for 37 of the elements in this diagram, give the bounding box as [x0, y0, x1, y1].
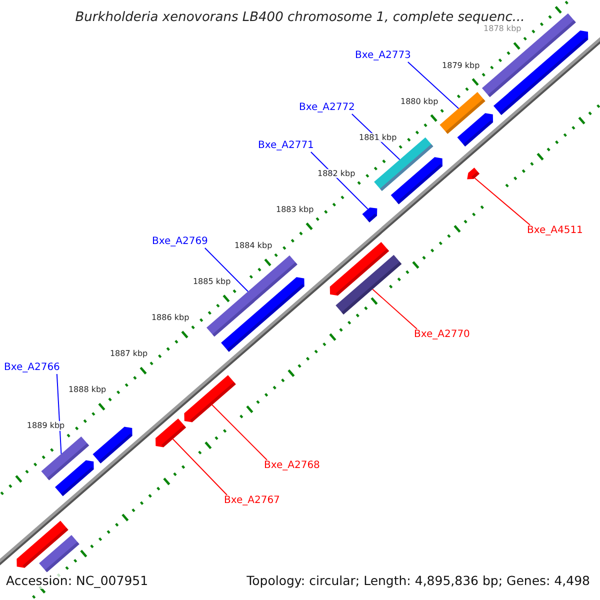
gene-feature — [457, 113, 494, 146]
gene-feature — [184, 375, 236, 422]
gene-label: Bxe_A4511 — [527, 225, 583, 237]
leader-line — [212, 404, 268, 460]
scale-label: 1881 kbp — [359, 132, 397, 142]
gene-label: Bxe_A2772 — [299, 102, 355, 114]
leader-line — [407, 62, 460, 109]
gene-label: Bxe_A2768 — [264, 460, 320, 472]
scale-label: 1883 kbp — [276, 204, 314, 214]
gene-feature — [390, 157, 442, 204]
gene-feature — [156, 418, 186, 448]
gene-label: Bxe_A2771 — [258, 140, 314, 152]
scale-label: 1889 kbp — [26, 421, 65, 431]
scale-label: 1885 kbp — [192, 277, 231, 287]
gene-feature — [92, 426, 132, 464]
gene-feature — [467, 168, 480, 180]
leader-line — [56, 374, 62, 454]
scale-label: 1880 kbp — [400, 96, 438, 106]
scale-label: 1888 kbp — [68, 385, 106, 395]
gene-label: Bxe_A2773 — [355, 50, 411, 62]
scale-label: 1887 kbp — [110, 349, 148, 359]
gene-label: Bxe_A2769 — [152, 236, 208, 248]
leader-line — [474, 177, 530, 226]
leader-line — [372, 288, 418, 330]
gene-label: Bxe_A2770 — [414, 329, 470, 341]
leader-line — [204, 248, 248, 292]
scale-label: 1878 kbp — [484, 24, 522, 34]
leader-line — [172, 438, 228, 496]
gene-label: Bxe_A2766 — [4, 362, 60, 374]
gene-feature — [362, 208, 378, 222]
gene-feature — [330, 242, 390, 296]
gene-feature — [55, 460, 94, 496]
gene-label: Bxe_A2767 — [224, 495, 280, 507]
scale-label: 1886 kbp — [151, 313, 190, 323]
scale-label: 1879 kbp — [442, 60, 480, 70]
scale-label: 1882 kbp — [317, 168, 356, 178]
gene-block — [39, 535, 80, 572]
